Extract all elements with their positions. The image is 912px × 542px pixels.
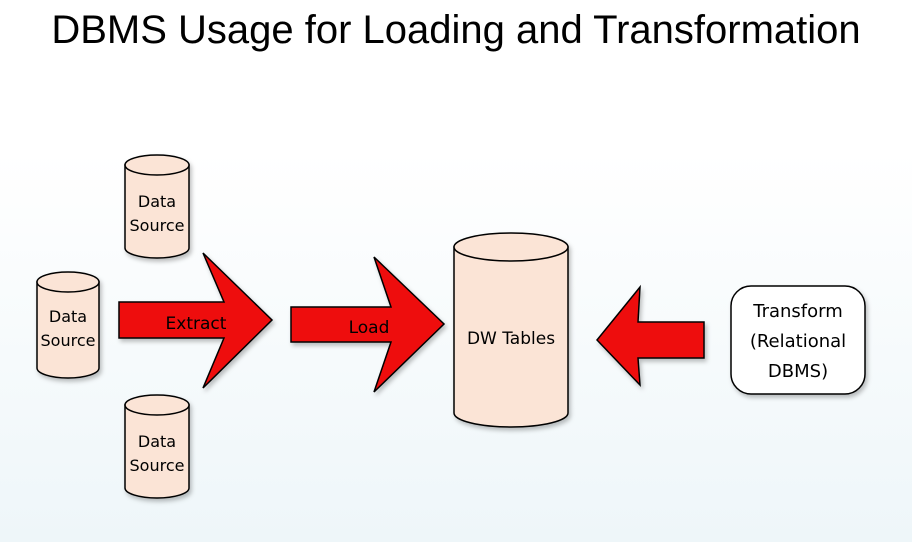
page-title: DBMS Usage for Loading and Transformatio… xyxy=(51,8,861,52)
data-source-bottom-label-2: Source xyxy=(130,456,185,475)
transform-label-line-2: (Relational xyxy=(750,331,846,352)
load-arrow xyxy=(290,256,446,393)
load-arrow-label: Load xyxy=(349,318,390,338)
transform-box xyxy=(730,285,866,395)
data-source-bottom-label-1: Data xyxy=(138,432,176,451)
data-source-top-label-2: Source xyxy=(130,216,185,235)
data-source-left xyxy=(36,271,100,379)
transform-arrow xyxy=(596,284,705,388)
transform-label-line-1: Transform xyxy=(752,301,843,322)
data-source-top-label-1: Data xyxy=(138,192,176,211)
data-source-left-label-2: Source xyxy=(41,331,96,350)
extract-arrow xyxy=(118,252,274,389)
extract-arrow-label: Extract xyxy=(166,314,227,334)
transform-label-line-3: DBMS) xyxy=(768,361,828,382)
data-source-bottom xyxy=(124,394,190,499)
dw-tables-cylinder xyxy=(453,232,569,428)
dw-tables-label: DW Tables xyxy=(467,329,555,349)
data-source-top xyxy=(124,154,190,259)
data-source-left-label-1: Data xyxy=(49,307,87,326)
